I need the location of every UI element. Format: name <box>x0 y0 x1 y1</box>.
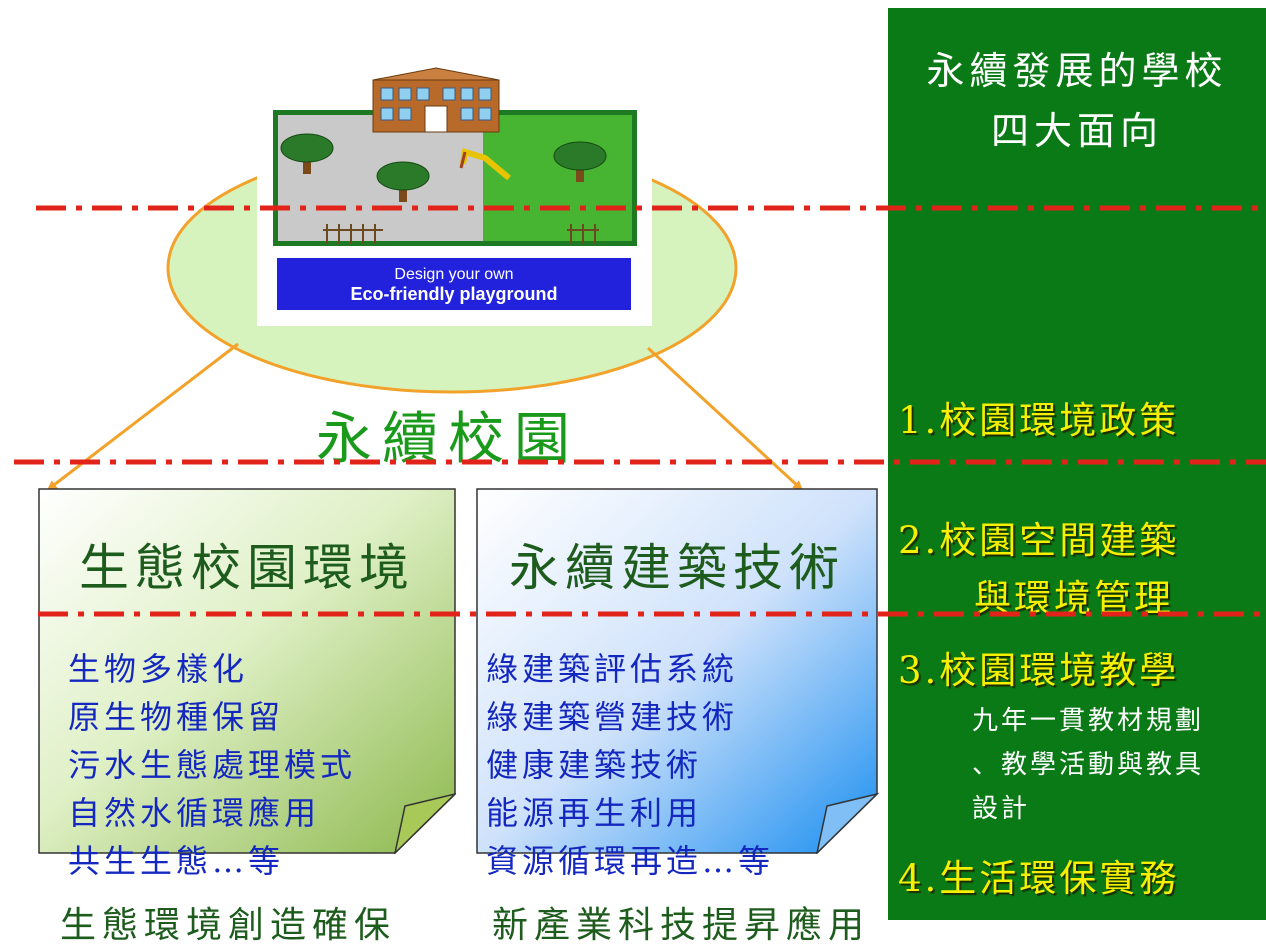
sustainable-building-card: 永續建築技術 綠建築評估系統 綠建築營建技術 健康建築技術 能源再生利用 資源循… <box>476 488 894 880</box>
sustainable-campus-label: 永續校園 <box>316 407 580 472</box>
slide-icon <box>459 148 511 181</box>
ecological-campus-card: 生態校園環境 生物多樣化 原生物種保留 污水生態處理模式 自然水循環應用 共生生… <box>38 488 456 880</box>
list-item: 共生生態…等 <box>68 842 285 880</box>
list-item: 綠建築營建技術 <box>486 698 739 736</box>
tree-icon-right <box>553 141 607 182</box>
list-item: 生物多樣化 <box>68 650 249 688</box>
arrow-left <box>46 342 239 491</box>
aspect-2-line1: 2.校園空間建築 <box>898 519 1180 562</box>
playground-banner: Design your own Eco-friendly playground <box>277 258 631 310</box>
aspect-3-detail-line3: 設計 <box>972 794 1031 824</box>
school-playground-image: Design your own Eco-friendly playground <box>257 64 652 326</box>
right-caption: 新產業科技提昇應用 <box>492 905 871 946</box>
aspect-1: 1.校園環境政策 <box>898 399 1180 442</box>
arrow-right <box>646 346 803 491</box>
aspect-3: 3.校園環境教學 <box>898 649 1180 692</box>
aspect-3-detail-line2: 、教學活動與教具 <box>972 750 1205 780</box>
panel-title-line1: 永續發展的學校 <box>926 49 1228 93</box>
sustainable-building-title: 永續建築技術 <box>509 539 845 597</box>
list-item: 綠建築評估系統 <box>486 650 739 688</box>
fence-icon-right <box>567 224 599 244</box>
playground-illustration <box>280 67 607 244</box>
list-item: 資源循環再造…等 <box>486 842 775 880</box>
list-item: 能源再生利用 <box>486 794 703 832</box>
banner-line1: Design your own <box>394 266 514 283</box>
card-background <box>476 488 880 854</box>
fence-icon-left <box>323 224 383 244</box>
list-item: 自然水循環應用 <box>68 794 321 832</box>
tree-icon-left <box>280 133 334 174</box>
list-item: 污水生態處理模式 <box>68 746 357 784</box>
ecological-campus-title: 生態校園環境 <box>79 539 415 597</box>
left-caption: 生態環境創造確保 <box>60 905 397 946</box>
card-background <box>38 488 456 854</box>
banner-line2: Eco-friendly playground <box>350 284 558 304</box>
aspect-3-detail-line1: 九年一貫教材規劃 <box>972 706 1205 736</box>
list-item: 原生物種保留 <box>68 698 285 736</box>
aspect-4: 4.生活環保實務 <box>898 857 1180 900</box>
list-item: 健康建築技術 <box>486 746 703 784</box>
panel-title-line2: 四大面向 <box>990 109 1163 153</box>
school-building-icon <box>372 67 500 133</box>
tree-icon-center <box>376 161 430 202</box>
